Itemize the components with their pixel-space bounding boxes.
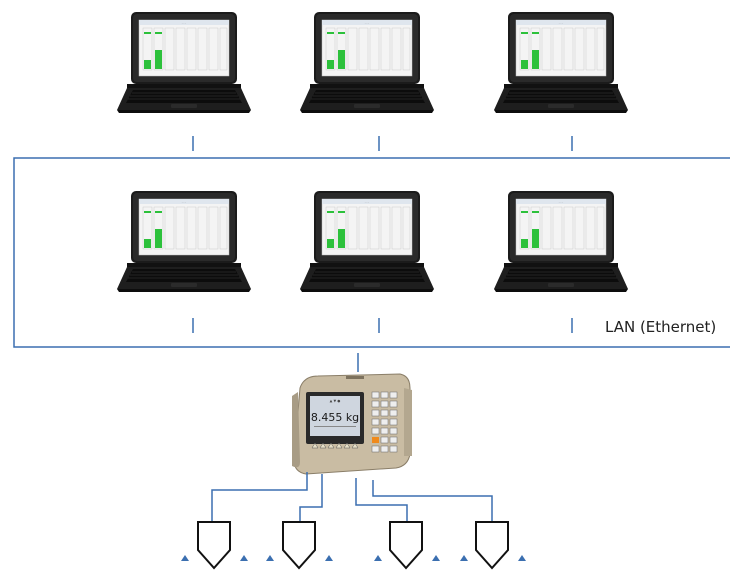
laptop-4 <box>116 190 252 293</box>
load-cell-wiring <box>211 472 493 522</box>
lan-ethernet-label: LAN (Ethernet) <box>605 318 717 336</box>
svg-text:▲ ▼ ●: ▲ ▼ ● <box>330 399 341 403</box>
laptop-drop-lines <box>192 136 573 372</box>
laptop-1 <box>116 11 252 114</box>
load-cell-arrows <box>181 555 526 561</box>
indicator-soft-keys <box>311 442 359 449</box>
load-cell-1 <box>197 521 231 569</box>
laptop-2 <box>299 11 435 114</box>
laptop-5 <box>299 190 435 293</box>
indicator-keypad <box>371 391 398 453</box>
load-cell-3 <box>389 521 423 569</box>
laptop-6 <box>493 190 629 293</box>
indicator-display-value: 8.455 kg <box>311 411 359 424</box>
indicator-enter-key <box>372 437 379 443</box>
load-cell-4 <box>475 521 509 569</box>
weighing-indicator: ▲ ▼ ● 8.455 kg <box>292 373 412 475</box>
laptop-3 <box>493 11 629 114</box>
load-cell-2 <box>282 521 316 569</box>
lan-bus <box>13 157 730 348</box>
